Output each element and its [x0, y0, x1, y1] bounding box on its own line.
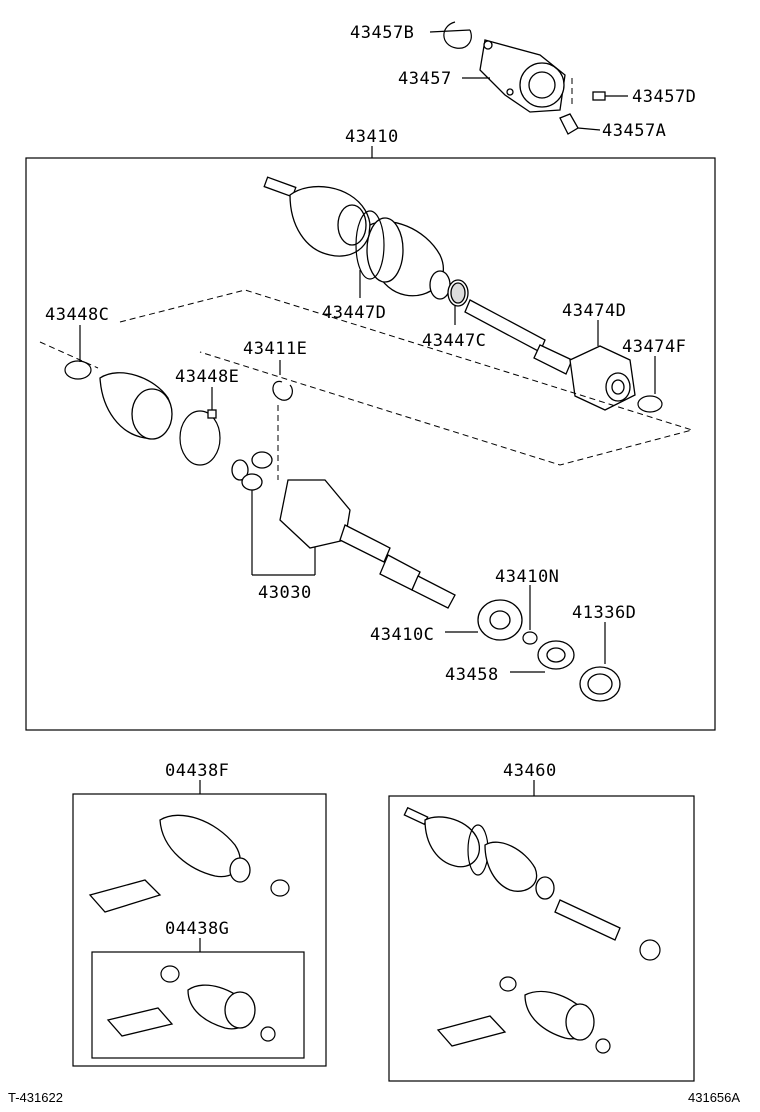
snap-ring-43410n — [522, 631, 538, 645]
inboard-boot — [99, 372, 173, 440]
kit-box-43460 — [388, 795, 695, 1082]
label-43030: 43030 — [258, 583, 312, 603]
snap-ring-43457b — [443, 21, 472, 49]
bolt-43457d — [592, 91, 628, 101]
boot-kit-inner — [106, 965, 276, 1042]
drive-shaft-assembly — [263, 176, 573, 375]
label-04438g: 04438G — [165, 919, 229, 939]
bolt-43457a — [559, 113, 579, 135]
snap-ring-43411e — [272, 380, 293, 401]
label-43410: 43410 — [345, 127, 399, 147]
drive-shaft-kit — [403, 806, 661, 1054]
label-41336d: 41336D — [572, 603, 636, 623]
assembly-box-43410 — [25, 157, 716, 731]
label-43410n: 43410N — [495, 567, 559, 587]
damper-clamp-43474f — [637, 395, 663, 413]
footer-left-code: T-431622 — [8, 1090, 63, 1105]
label-43447d: 43447D — [322, 303, 386, 323]
label-43448c: 43448C — [45, 305, 109, 325]
label-43474d: 43474D — [562, 301, 626, 321]
boot-kit-outer — [88, 814, 290, 913]
label-43448e: 43448E — [175, 367, 239, 387]
label-43458: 43458 — [445, 665, 499, 685]
label-43447c: 43447C — [422, 331, 486, 351]
kit-box-04438g — [91, 951, 305, 1059]
tripod-joint-43030 — [231, 451, 273, 491]
kit-box-04438f — [72, 793, 327, 1067]
boot-band-43447d — [355, 210, 385, 280]
boot-clamp-43448c — [64, 360, 92, 380]
label-43460: 43460 — [503, 761, 557, 781]
inboard-joint-shaft — [279, 479, 456, 609]
label-43457a: 43457A — [602, 121, 666, 141]
boot-clamp-43448e — [179, 409, 221, 466]
bearing-bracket-43457 — [479, 39, 566, 113]
label-43457b: 43457B — [350, 23, 414, 43]
label-43474f: 43474F — [622, 337, 686, 357]
dust-seal-43458 — [537, 640, 575, 670]
bearing-43410c — [477, 599, 523, 641]
label-43410c: 43410C — [370, 625, 434, 645]
footer-right-code: 431656A — [688, 1090, 740, 1105]
label-43457d: 43457D — [632, 87, 696, 107]
label-43457: 43457 — [398, 69, 452, 89]
dust-cover-41336d — [579, 666, 621, 702]
label-04438f: 04438F — [165, 761, 229, 781]
boot-band-43447c — [450, 282, 466, 304]
dynamic-damper-43474d — [569, 345, 636, 411]
label-43411e: 43411E — [243, 339, 307, 359]
